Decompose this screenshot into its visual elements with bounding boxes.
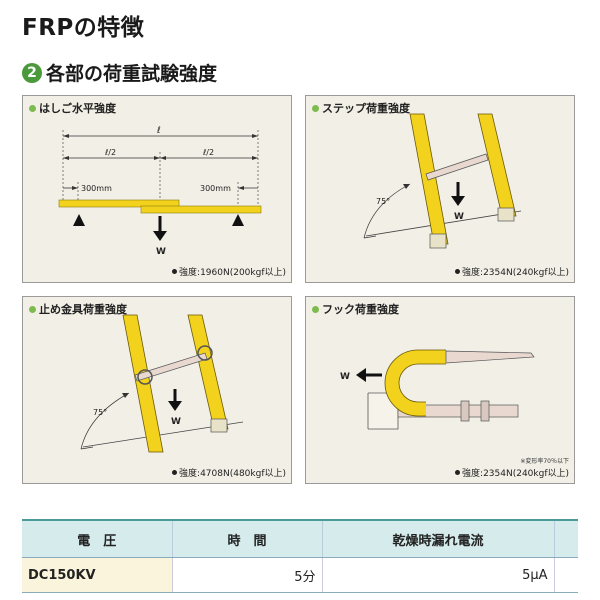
panel-step-strength: ステップ荷重強度 75° W 強度:2354N(240kgf以上)	[305, 95, 575, 283]
deflection-note: ※変形率70％以下	[520, 458, 569, 465]
panel-title-text: 止め金具荷重強度	[39, 303, 127, 316]
panel-title: 止め金具荷重強度	[29, 301, 127, 317]
panel-title-text: はしご水平強度	[39, 102, 116, 115]
leakage-test-table: 電 圧 時 間 乾燥時漏れ電流 DC150KV 5分 5μA	[22, 519, 578, 593]
rail-foot-right	[497, 207, 515, 222]
table-row: DC150KV 5分 5μA	[22, 557, 578, 593]
hook-body	[385, 350, 446, 416]
bullet-icon	[172, 269, 178, 274]
bullet-icon	[29, 104, 36, 112]
strength-value: 強度:2354N(240kgf以上)	[455, 466, 569, 479]
cell-time: 5分	[172, 557, 323, 593]
step-rung	[425, 153, 489, 181]
bullet-icon	[312, 104, 319, 112]
page-title: FRPの特徴	[22, 15, 145, 41]
bullet-icon	[312, 305, 319, 313]
strength-text: 強度:2354N(240kgf以上)	[462, 469, 569, 479]
span-label: ℓ	[156, 126, 161, 136]
strength-value: 強度:1960N(200kgf以上)	[172, 265, 286, 278]
strength-value: 強度:4708N(480kgf以上)	[172, 466, 286, 479]
ladder-beam-right	[140, 205, 262, 214]
step-strength-diagram: 75° W	[363, 113, 522, 249]
half-left-label: ℓ/2	[104, 148, 116, 157]
support-left-icon	[73, 214, 85, 226]
section-heading: 2 各部の荷重試験強度	[22, 59, 217, 86]
bullet-icon	[29, 305, 36, 313]
load-arrow-icon	[356, 368, 366, 382]
angle-label: 75°	[93, 408, 107, 417]
header-extra	[554, 519, 578, 558]
rail-foot-left	[429, 233, 447, 249]
ladder-rail-right	[477, 113, 517, 217]
horizontal-strength-diagram: ℓ ℓ/2 ℓ/2 300mm 300mm W	[58, 126, 262, 257]
panel-hook-strength: フック荷重強度 W ※変形率70％以下 強度:2354N(240kgf以上)	[305, 296, 575, 484]
stopper-ring-left	[137, 369, 153, 385]
panel-title: はしご水平強度	[29, 100, 116, 116]
cell-extra	[554, 557, 578, 593]
panel-title: フック荷重強度	[312, 301, 399, 317]
stopper-ring-right	[197, 345, 213, 361]
panel-title-text: フック荷重強度	[322, 303, 399, 316]
panel-title: ステップ荷重強度	[312, 100, 410, 116]
strength-text: 強度:4708N(480kgf以上)	[179, 469, 286, 479]
bullet-icon	[455, 269, 461, 274]
load-label: W	[454, 212, 464, 222]
load-label: W	[156, 247, 166, 257]
header-voltage: 電 圧	[22, 519, 173, 558]
stopper-strength-diagram: 75° W	[80, 314, 244, 453]
hook-tip	[445, 350, 535, 364]
support-right-icon	[232, 214, 244, 226]
panel-stopper-strength: 止め金具荷重強度 75° W 強度:4708N(480kgf以上)	[22, 296, 292, 484]
section-number-badge: 2	[22, 62, 42, 83]
angle-label: 75°	[376, 197, 390, 206]
cell-leakage-current: 5μA	[322, 557, 555, 593]
strength-text: 強度:1960N(200kgf以上)	[179, 268, 286, 278]
ladder-rail-right	[187, 314, 229, 430]
bullet-icon	[455, 470, 461, 475]
table-header-row: 電 圧 時 間 乾燥時漏れ電流	[22, 519, 578, 558]
strength-text: 強度:2354N(240kgf以上)	[462, 268, 569, 278]
load-label: W	[171, 417, 181, 427]
left-offset-label: 300mm	[81, 184, 112, 193]
load-arrow-icon	[168, 401, 182, 411]
load-label: W	[340, 372, 350, 382]
section-title: 各部の荷重試験強度	[46, 63, 218, 85]
half-right-label: ℓ/2	[202, 148, 214, 157]
bullet-icon	[172, 470, 178, 475]
ladder-beam-left	[58, 199, 180, 208]
header-time: 時 間	[172, 519, 323, 558]
load-arrow-icon	[153, 231, 167, 241]
rail-foot-right	[210, 418, 228, 433]
strength-value: 強度:2354N(240kgf以上)	[455, 265, 569, 278]
right-offset-label: 300mm	[200, 184, 231, 193]
header-leakage-current: 乾燥時漏れ電流	[322, 519, 555, 558]
cell-voltage: DC150KV	[22, 557, 173, 593]
panel-title-text: ステップ荷重強度	[322, 102, 410, 115]
load-arrow-icon	[451, 196, 465, 206]
panel-horizontal-strength: はしご水平強度 ℓ ℓ/2 ℓ/2 300mm 300mm	[22, 95, 292, 283]
hook-strength-diagram: W	[340, 349, 535, 430]
